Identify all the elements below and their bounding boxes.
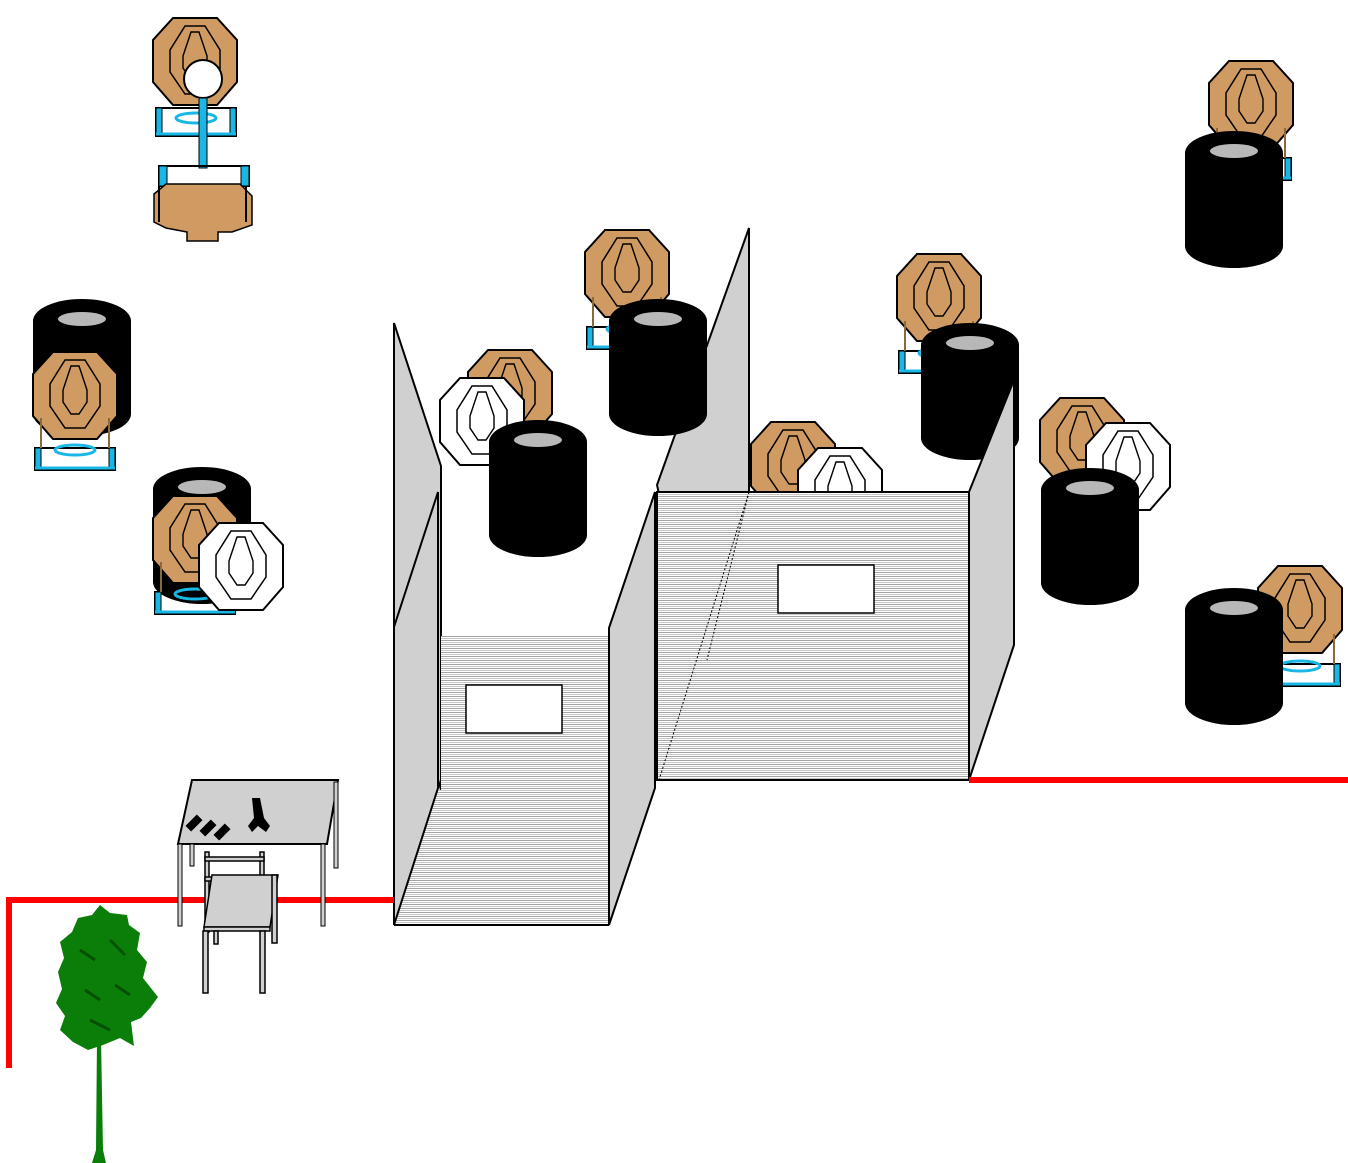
tire-stack (609, 299, 707, 436)
tree-icon (56, 905, 158, 1163)
port-window-left (465, 684, 563, 734)
popper-target (152, 17, 253, 242)
target-left (32, 351, 118, 440)
tire-stack (1041, 468, 1139, 605)
no-shoot-target (198, 522, 284, 611)
tire-stack (489, 420, 587, 557)
wall-left-bay (393, 322, 656, 926)
chair (202, 851, 279, 994)
wall-right-bay (609, 227, 1019, 781)
port-window-right (777, 564, 875, 614)
tire-stack (1185, 588, 1283, 725)
pistol-icon (248, 798, 270, 832)
magazine-icon (185, 814, 231, 841)
start-table (176, 779, 340, 927)
tire-stack (1185, 131, 1283, 268)
